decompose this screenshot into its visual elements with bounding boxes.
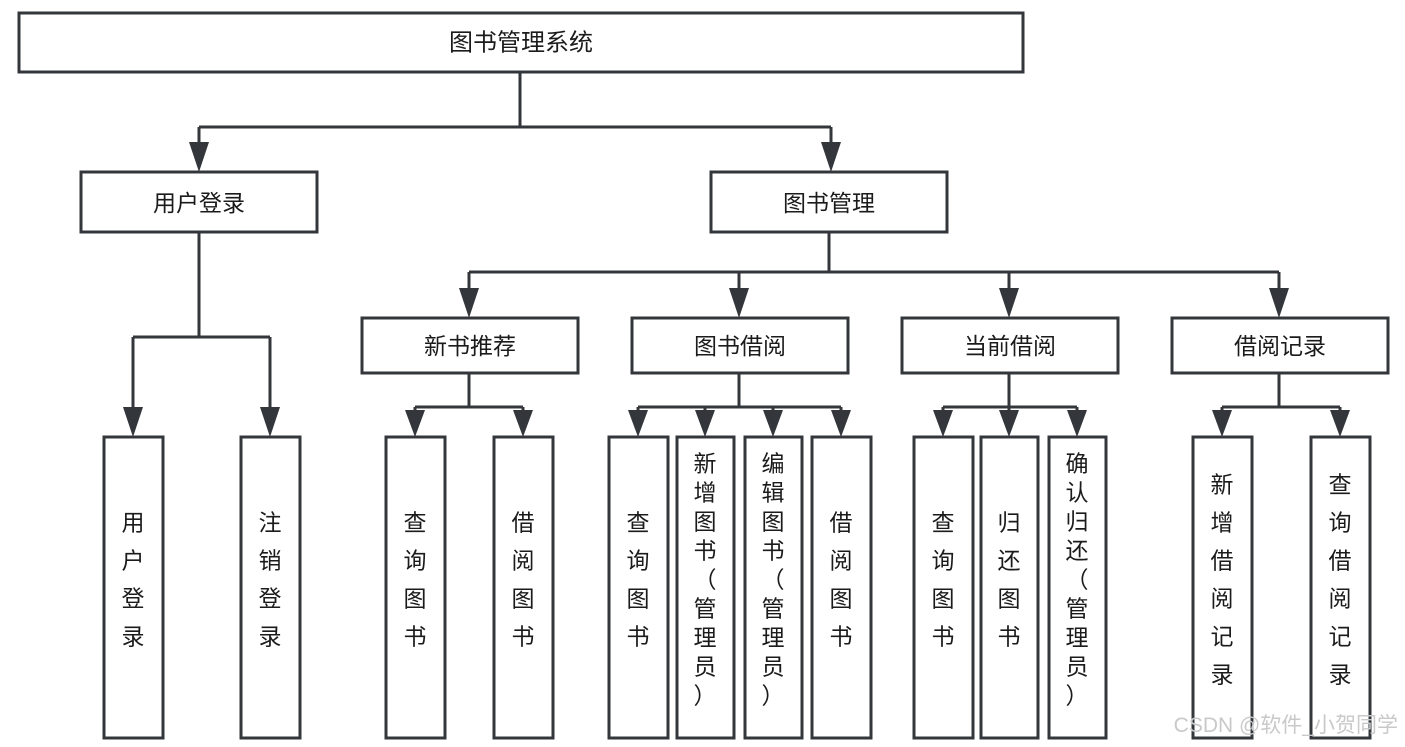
arrow-current-to-return	[999, 410, 1019, 437]
node-root-box[interactable]	[17, 11, 1025, 74]
node-root[interactable]: 图书管理系统	[17, 11, 1025, 74]
node-borrow-query-label: 查询图书	[627, 510, 650, 650]
node-current-box[interactable]	[900, 316, 1120, 375]
node-records-query[interactable]: 查询借阅记录	[1309, 435, 1372, 740]
node-borrow-edit[interactable]: 编辑图书（管理员）	[743, 435, 804, 740]
node-login-logout-box[interactable]	[239, 435, 302, 740]
node-newbook-borrow-label: 借阅图书	[512, 510, 535, 650]
node-current-return-label: 归还图书	[998, 510, 1021, 650]
arrow-newbook-to-query	[405, 410, 425, 437]
node-login-logout[interactable]: 注销登录	[239, 435, 302, 740]
node-current-return[interactable]: 归还图书	[979, 435, 1040, 740]
edge-root-bus	[197, 72, 833, 142]
arrow-root-to-bookmgmt	[821, 142, 841, 172]
node-borrow-edit-box[interactable]	[743, 435, 804, 740]
node-records-label: 借阅记录	[1234, 333, 1326, 359]
node-records-query-label: 查询借阅记录	[1329, 472, 1352, 688]
node-current-confirm-label: 确认归还（管理员）	[1066, 451, 1089, 709]
edge-login-bus	[131, 232, 272, 407]
node-login[interactable]: 用户登录	[79, 170, 319, 234]
node-login-user-box[interactable]	[102, 435, 165, 740]
arrow-borrow-to-query	[628, 410, 648, 437]
node-borrow-query-box[interactable]	[607, 435, 670, 740]
node-login-logout-label: 注销登录	[259, 510, 282, 650]
node-records-add[interactable]: 新增借阅记录	[1191, 435, 1254, 740]
node-borrow-add-box[interactable]	[675, 435, 736, 740]
edge-borrow-bus	[636, 373, 843, 412]
arrow-borrow-to-lend	[831, 410, 851, 437]
node-current-confirm-box[interactable]	[1047, 435, 1108, 740]
node-bookmgmt-box[interactable]	[709, 170, 949, 234]
node-newbook-label: 新书推荐	[424, 333, 516, 359]
node-root-label: 图书管理系统	[449, 30, 593, 57]
arrow-bookmgmt-to-newbook	[459, 288, 479, 318]
node-records-query-box[interactable]	[1309, 435, 1372, 740]
arrow-bookmgmt-to-borrow	[729, 288, 749, 318]
node-records-add-label: 新增借阅记录	[1211, 472, 1234, 688]
node-borrow-add-label: 新增图书（管理员）	[694, 451, 717, 709]
node-borrow-lend[interactable]: 借阅图书	[810, 435, 873, 740]
node-login-label: 用户登录	[153, 190, 245, 216]
node-newbook-borrow-box[interactable]	[492, 435, 555, 740]
edge-newbook-bus	[413, 373, 525, 412]
node-records-box[interactable]	[1170, 316, 1390, 375]
arrow-records-to-add	[1212, 410, 1232, 437]
node-borrow-label: 图书借阅	[694, 333, 786, 359]
arrow-login-to-logout	[260, 407, 280, 437]
node-login-user[interactable]: 用户登录	[102, 435, 165, 740]
node-borrow-box[interactable]	[630, 316, 850, 375]
node-current-query-box[interactable]	[912, 435, 975, 740]
arrow-login-to-user	[123, 407, 143, 437]
node-current[interactable]: 当前借阅	[900, 316, 1120, 375]
node-newbook-query-label: 查询图书	[404, 510, 427, 650]
node-borrow-add[interactable]: 新增图书（管理员）	[675, 435, 736, 740]
node-newbook-box[interactable]	[360, 316, 580, 375]
arrow-current-to-query	[933, 410, 953, 437]
arrow-root-to-login	[189, 142, 209, 172]
node-borrow-lend-box[interactable]	[810, 435, 873, 740]
csdn-watermark: CSDN @软件_小贺同学	[1174, 714, 1398, 737]
node-current-query[interactable]: 查询图书	[912, 435, 975, 740]
node-bookmgmt[interactable]: 图书管理	[709, 170, 949, 234]
node-borrow[interactable]: 图书借阅	[630, 316, 850, 375]
edge-current-bus	[941, 373, 1079, 412]
node-login-user-label: 用户登录	[122, 510, 145, 650]
arrow-borrow-to-add	[695, 410, 715, 437]
node-current-confirm[interactable]: 确认归还（管理员）	[1047, 435, 1108, 740]
node-borrow-lend-label: 借阅图书	[830, 510, 853, 650]
node-newbook-query[interactable]: 查询图书	[384, 435, 447, 740]
arrow-current-to-confirm	[1067, 410, 1087, 437]
node-records[interactable]: 借阅记录	[1170, 316, 1390, 375]
connector-layer	[123, 72, 1350, 437]
edge-bookmgmt-bus	[467, 232, 1281, 288]
node-bookmgmt-label: 图书管理	[783, 190, 875, 216]
node-newbook[interactable]: 新书推荐	[360, 316, 580, 375]
node-newbook-query-box[interactable]	[384, 435, 447, 740]
arrow-bookmgmt-to-records	[1269, 288, 1289, 318]
node-records-add-box[interactable]	[1191, 435, 1254, 740]
node-borrow-query[interactable]: 查询图书	[607, 435, 670, 740]
arrow-records-to-query	[1330, 410, 1350, 437]
arrow-borrow-to-edit	[763, 410, 783, 437]
node-current-return-box[interactable]	[979, 435, 1040, 740]
node-login-box[interactable]	[79, 170, 319, 234]
node-borrow-edit-label: 编辑图书（管理员）	[762, 451, 785, 709]
node-current-label: 当前借阅	[964, 333, 1056, 359]
arrow-bookmgmt-to-current	[999, 288, 1019, 318]
node-newbook-borrow[interactable]: 借阅图书	[492, 435, 555, 740]
node-current-query-label: 查询图书	[932, 510, 955, 650]
edge-records-bus	[1220, 373, 1342, 412]
arrow-newbook-to-borrow	[513, 410, 533, 437]
